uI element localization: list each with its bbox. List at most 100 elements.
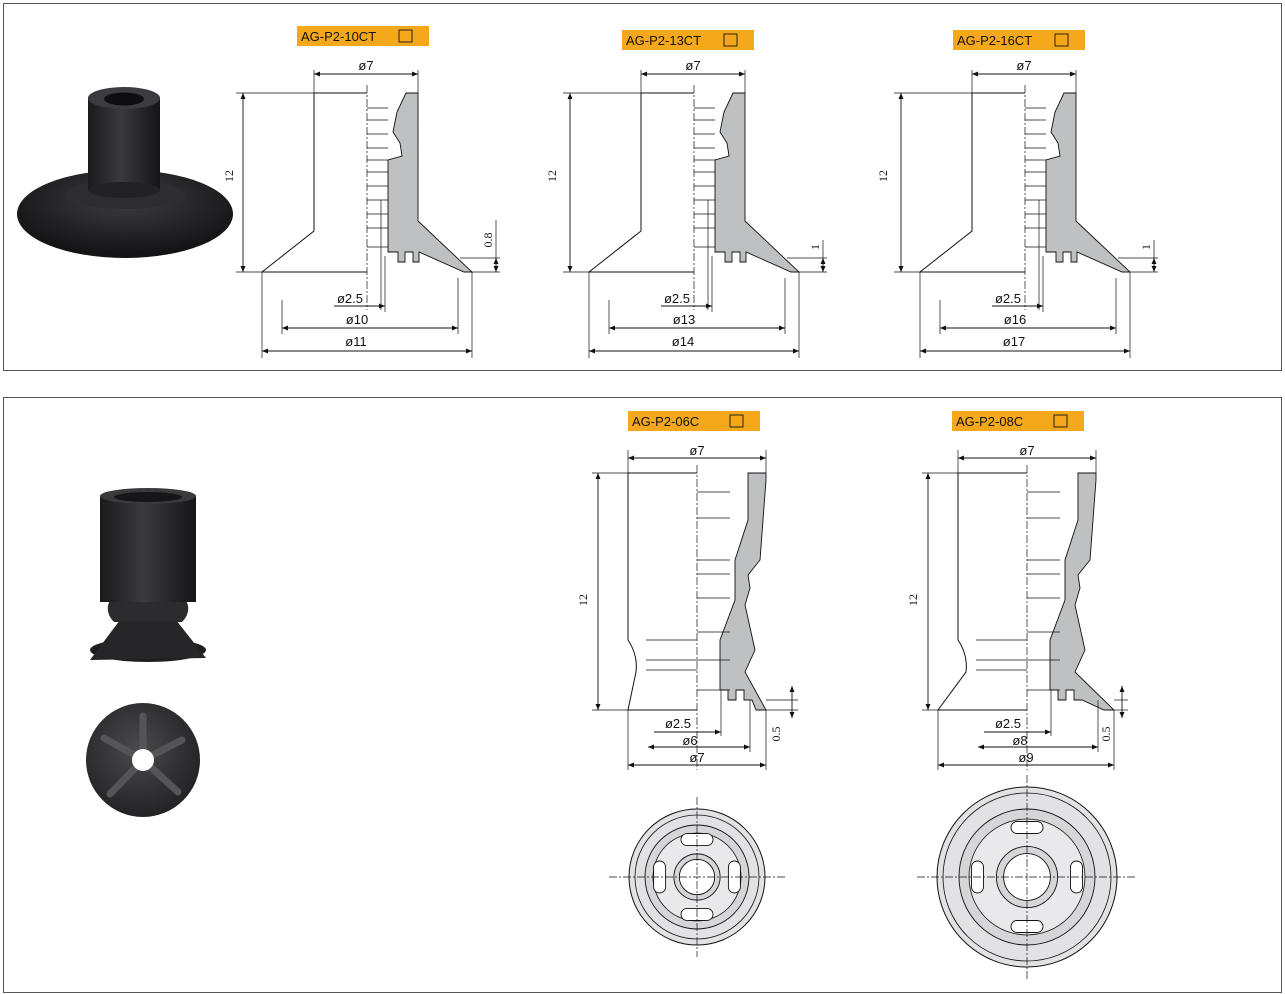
top-diameter-label: ø7 bbox=[1016, 58, 1031, 73]
height-label: 12 bbox=[876, 170, 890, 182]
outer-diameter-label: ø17 bbox=[1003, 334, 1025, 349]
arrowhead bbox=[940, 325, 946, 331]
outer-diameter-label: ø7 bbox=[689, 750, 704, 765]
arrowhead bbox=[789, 712, 795, 718]
lip-label: 1 bbox=[808, 244, 822, 250]
arrowhead bbox=[567, 266, 573, 272]
model-tag: AG-P2-10CT bbox=[297, 26, 429, 46]
arrowhead bbox=[739, 71, 745, 77]
model-tag: AG-P2-13CT bbox=[622, 30, 754, 50]
outer-diameter-label: ø9 bbox=[1018, 750, 1033, 765]
arrowhead bbox=[595, 473, 601, 479]
cup-outline bbox=[627, 472, 697, 711]
inner-diameter-label: ø8 bbox=[1012, 733, 1027, 748]
arrowhead bbox=[779, 325, 785, 331]
arrowhead bbox=[493, 258, 499, 264]
arrowhead bbox=[760, 762, 766, 768]
top-diameter-label: ø7 bbox=[685, 58, 700, 73]
arrowhead bbox=[1092, 744, 1098, 750]
arrowhead bbox=[820, 258, 826, 264]
arrowhead bbox=[628, 455, 634, 461]
arrowhead bbox=[240, 93, 246, 99]
model-tag-label: AG-P2-10CT bbox=[301, 29, 376, 44]
hole-label: ø2.5 bbox=[995, 291, 1021, 306]
top-diameter-label: ø7 bbox=[358, 58, 373, 73]
lip-label: 0.5 bbox=[769, 727, 783, 742]
model-tag-bg bbox=[952, 411, 1084, 431]
outer-diameter-label: ø11 bbox=[345, 334, 366, 349]
arrowhead bbox=[1119, 712, 1125, 718]
arrowhead bbox=[567, 93, 573, 99]
drawing-ag-p2-16ct: AG-P2-16CT ø7 12 1 ø2.5 ø16 ø17 bbox=[876, 30, 1158, 358]
lip-label: 0.5 bbox=[1099, 727, 1113, 742]
arrowhead bbox=[793, 348, 799, 354]
arrowhead bbox=[452, 325, 458, 331]
arrowhead bbox=[1119, 686, 1125, 692]
arrowhead bbox=[493, 266, 499, 272]
arrowhead bbox=[282, 325, 288, 331]
cup-section bbox=[387, 92, 474, 273]
model-tag-label: AG-P2-13CT bbox=[626, 33, 701, 48]
height-label: 12 bbox=[545, 170, 559, 182]
height-label: 12 bbox=[222, 170, 236, 182]
cup-section bbox=[719, 472, 767, 711]
height-label: 12 bbox=[576, 594, 590, 606]
arrowhead bbox=[1108, 762, 1114, 768]
arrowhead bbox=[925, 473, 931, 479]
drawing-ag-p2-10ct: AG-P2-10CT ø7 12 0.8 ø2.5 ø10 ø11 bbox=[222, 26, 500, 358]
arrowhead bbox=[1151, 266, 1157, 272]
cup-outline bbox=[937, 472, 1027, 711]
arrowhead bbox=[595, 704, 601, 710]
outer-diameter-label: ø14 bbox=[672, 334, 694, 349]
arrowhead bbox=[641, 71, 647, 77]
cup-outline bbox=[260, 92, 367, 273]
arrowhead bbox=[1045, 729, 1051, 735]
cup-section bbox=[714, 92, 801, 273]
inner-diameter-label: ø10 bbox=[346, 312, 368, 327]
lip-label: 1 bbox=[1139, 244, 1153, 250]
arrowhead bbox=[1124, 348, 1130, 354]
top-diameter-label: ø7 bbox=[689, 443, 704, 458]
arrowhead bbox=[1151, 258, 1157, 264]
photo-bellows-cup-side bbox=[90, 488, 206, 662]
model-tag-label: AG-P2-06C bbox=[632, 414, 699, 429]
arrowhead bbox=[1090, 455, 1096, 461]
bottom-view bbox=[609, 797, 785, 957]
arrowhead bbox=[466, 348, 472, 354]
photo-flat-cup bbox=[17, 87, 233, 258]
inner-diameter-label: ø16 bbox=[1004, 312, 1026, 327]
model-tag-label: AG-P2-08C bbox=[956, 414, 1023, 429]
arrowhead bbox=[715, 729, 721, 735]
model-tag-checkbox bbox=[1053, 414, 1068, 428]
model-tag-checkbox bbox=[729, 414, 744, 428]
arrowhead bbox=[589, 348, 595, 354]
arrowhead bbox=[628, 762, 634, 768]
model-tag-label: AG-P2-16CT bbox=[957, 33, 1032, 48]
arrowhead bbox=[958, 455, 964, 461]
model-tag-checkbox bbox=[1054, 33, 1069, 47]
cup-section bbox=[1049, 472, 1116, 711]
hole-label: ø2.5 bbox=[337, 291, 363, 306]
arrowhead bbox=[648, 744, 654, 750]
arrowhead bbox=[706, 303, 712, 309]
arrowhead bbox=[240, 266, 246, 272]
hole-label: ø2.5 bbox=[995, 716, 1021, 731]
arrowhead bbox=[1110, 325, 1116, 331]
cup-section bbox=[1045, 92, 1132, 273]
lip-label: 0.8 bbox=[481, 233, 495, 248]
cup-outline bbox=[918, 92, 1025, 273]
arrowhead bbox=[898, 266, 904, 272]
arrowhead bbox=[820, 266, 826, 272]
arrowhead bbox=[262, 348, 268, 354]
bottom-view bbox=[917, 775, 1137, 979]
arrowhead bbox=[938, 762, 944, 768]
arrowhead bbox=[978, 744, 984, 750]
arrowhead bbox=[379, 303, 385, 309]
model-tag: AG-P2-08C bbox=[952, 411, 1084, 431]
model-tag-bg bbox=[953, 30, 1085, 50]
model-tag-bg bbox=[297, 26, 429, 46]
